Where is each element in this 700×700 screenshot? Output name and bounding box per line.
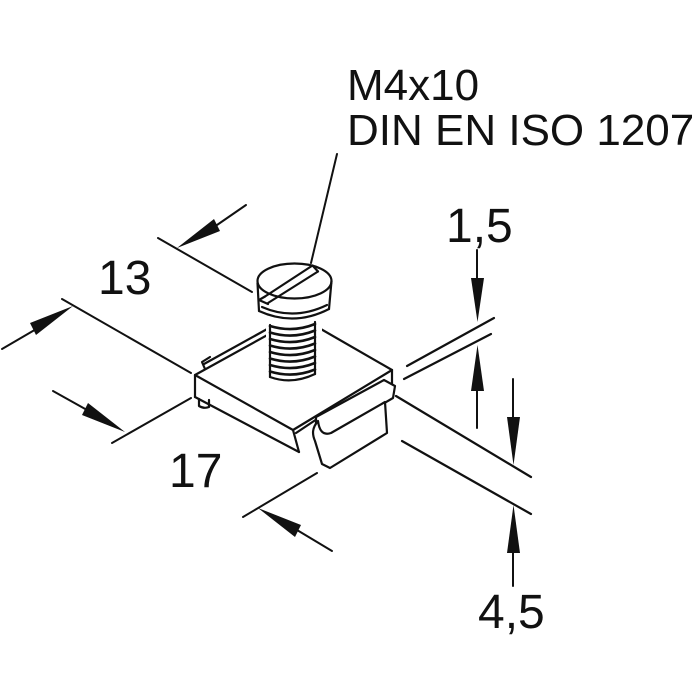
dim13-extension-line-1 xyxy=(61,298,192,374)
rail-upper-line-2 xyxy=(402,332,493,381)
dim17-tail-left xyxy=(52,390,88,411)
dim17-extension-line-1 xyxy=(111,397,192,444)
dimension-1-5-label: 1,5 xyxy=(446,200,513,253)
dim13-tail-upper xyxy=(216,204,247,226)
dimension-1-5 xyxy=(471,249,484,429)
dim15-arrow-down-icon xyxy=(471,278,484,322)
plate-front-corner-edge xyxy=(291,428,301,454)
thread-coil xyxy=(268,322,317,331)
thread-coil xyxy=(268,361,317,370)
hook-tab xyxy=(311,400,389,470)
rail-lower-line-1 xyxy=(394,394,533,479)
plate-lip-notch xyxy=(200,355,212,371)
dim17-tail-right xyxy=(296,529,333,552)
thread-coil xyxy=(268,342,317,350)
head-slot-line-2 xyxy=(266,270,320,305)
head-slot-notch xyxy=(257,295,270,306)
dim13-extension-line-2 xyxy=(157,237,253,293)
dimension-4-5-label: 4,5 xyxy=(478,586,545,639)
screw-spec-label-line1: M4x10 xyxy=(347,61,479,110)
dim13-arrow-lower-icon xyxy=(30,306,73,335)
dimension-13 xyxy=(1,204,253,374)
dim17-arrow-left-icon xyxy=(82,403,125,432)
dimension-17 xyxy=(52,390,333,552)
thread-coil xyxy=(268,355,317,363)
screw-thread xyxy=(266,314,322,382)
head-left-wall xyxy=(256,281,261,313)
head-slot-end-tick xyxy=(311,264,320,273)
dim17-arrow-right-icon xyxy=(258,508,301,537)
hook-tab-face xyxy=(311,400,389,470)
dim45-arrow-up-icon xyxy=(507,505,520,553)
shank-bottom-arc xyxy=(268,372,317,382)
thread-coil xyxy=(268,335,317,344)
dim13-tail-lower xyxy=(1,327,39,350)
dim13-arrow-upper-icon xyxy=(177,219,220,248)
thread-coil xyxy=(268,368,317,376)
rail-lower-line-2 xyxy=(400,439,533,516)
thread-coil xyxy=(268,348,317,357)
head-right-wall xyxy=(327,279,333,311)
plate-detent-nub xyxy=(197,397,211,409)
screw-head xyxy=(256,262,333,320)
leader-line xyxy=(310,153,338,264)
screw-spec-label-line2: DIN EN ISO 1207 xyxy=(347,106,694,155)
head-chamfer-arc xyxy=(260,303,329,315)
rail-edge-upper xyxy=(402,316,496,381)
dimension-4-5 xyxy=(507,378,520,587)
dimension-17-label: 17 xyxy=(169,445,222,498)
plate-sheet-edge xyxy=(294,417,319,435)
rail-upper-line-1 xyxy=(405,316,496,368)
plate-lip-edge xyxy=(202,326,271,366)
dim15-arrow-up-icon xyxy=(471,345,484,391)
dim45-arrow-down-icon xyxy=(507,417,520,465)
head-slot-line-1 xyxy=(263,264,314,298)
head-mask xyxy=(257,263,332,319)
plate-bottom-edge xyxy=(193,395,301,454)
rail-edge-lower xyxy=(394,394,533,516)
dimension-13-label: 13 xyxy=(98,252,151,305)
dim17-extension-line-2 xyxy=(242,472,318,518)
head-bottom-arc xyxy=(257,307,331,320)
thread-coil xyxy=(268,329,317,337)
